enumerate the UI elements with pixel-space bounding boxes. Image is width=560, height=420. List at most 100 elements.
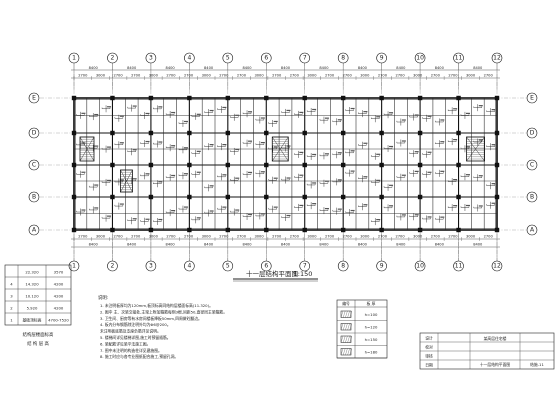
row-axis-label: B (530, 194, 534, 201)
floor-elevation: 基础顶标高 (23, 318, 42, 323)
top-span-dim: 8400 (473, 66, 483, 70)
bottom-segment-dim: 2700 (113, 235, 123, 239)
bottom-span-dim: 8400 (242, 243, 252, 247)
top-segment-dim: 2700 (448, 74, 458, 78)
row-axis-bubble (28, 224, 40, 236)
column-axis-bubble (337, 260, 349, 272)
floor-number: 1 (10, 318, 13, 323)
column-axis-bubble (453, 260, 464, 272)
title-project-name: 某高层住宅楼 (484, 336, 507, 341)
row-axis-label: C (530, 162, 534, 169)
title-drawing-no: 结施-11 (530, 362, 544, 367)
top-span-dim: 8400 (319, 66, 329, 70)
bottom-span-dim: 8400 (473, 243, 483, 247)
column-axis-bubble (414, 260, 426, 272)
legend-swatch (340, 323, 352, 331)
column-axis-label: 4 (187, 263, 191, 270)
top-segment-dim: 2700 (395, 74, 405, 78)
column-axis-label: 9 (380, 55, 384, 62)
column-axis-label: 6 (264, 263, 268, 270)
column-axis-bubble (299, 260, 311, 272)
bottom-segment-dim: 2700 (343, 235, 353, 239)
plan-title: 十一层结构平面图 (246, 269, 298, 278)
title-row-label: 审核 (425, 354, 433, 359)
note-line: 2. 图中 主、次梁交接处,主梁上附加箍筋每侧3根,间距50,直径同主梁箍筋。 (100, 309, 227, 314)
column-axis-label: 10 (416, 263, 424, 270)
legend-swatch (340, 335, 352, 343)
note-line: 未注明板底筋及支座负筋详见说明。 (100, 329, 161, 334)
bottom-segment-dim: 3000 (202, 235, 212, 239)
row-axis-bubble (526, 191, 538, 203)
note-line: 4. 板内分布钢筋除注明外均为Φ6@200。 (100, 322, 171, 327)
top-segment-dim: 3000 (360, 74, 370, 78)
bottom-segment-dim: 2700 (131, 235, 141, 239)
row-axis-label: D (530, 130, 535, 137)
floor-height: 4200 (54, 306, 64, 311)
top-span-dim: 8400 (127, 66, 137, 70)
top-segment-dim: 3000 (254, 74, 264, 78)
column-axis-bubble (222, 52, 234, 64)
bottom-span-dim: 8400 (435, 243, 445, 247)
bottom-segment-dim: 3000 (466, 235, 476, 239)
column-axis-bubble (184, 52, 195, 64)
column-axis-label: 12 (493, 55, 501, 62)
bottom-span-dim: 8400 (127, 243, 137, 247)
bottom-segment-dim: 3000 (413, 235, 423, 239)
column-axis-label: 8 (341, 55, 345, 62)
column-axis-label: 8 (341, 263, 345, 270)
column-axis-label: 7 (303, 55, 307, 62)
column-axis-bubble (68, 260, 80, 272)
column-axis-label: 2 (111, 55, 115, 62)
column-axis-bubble (414, 52, 426, 64)
column-axis-label: 10 (416, 55, 424, 62)
row-axis-label: E (32, 95, 36, 102)
legend-label: h=180 (365, 350, 378, 355)
bottom-segment-dim: 3000 (307, 235, 317, 239)
column-axis-label: 5 (226, 55, 230, 62)
title-row-label: 校对 (425, 345, 433, 350)
top-segment-dim: 2700 (325, 74, 335, 78)
top-segment-dim: 3000 (307, 74, 317, 78)
bottom-segment-dim: 2700 (448, 235, 458, 239)
note-line: 5. 楼梯间详见楼梯详图,施工时预留插筋。 (100, 335, 171, 340)
bottom-segment-dim: 2700 (431, 235, 441, 239)
top-span-dim: 8400 (89, 66, 99, 70)
top-span-dim: 8400 (435, 66, 445, 70)
top-segment-dim: 3000 (202, 74, 212, 78)
bottom-span-dim: 8400 (166, 243, 176, 247)
floor-table-caption-2: 结 构 层 高 (27, 340, 49, 347)
top-segment-dim: 2700 (378, 74, 388, 78)
top-segment-dim: 2700 (113, 74, 123, 78)
floor-elevation: 22.320 (25, 270, 39, 275)
top-span-dim: 8400 (358, 66, 368, 70)
legend-header-2: 板 厚 (367, 301, 376, 306)
legend-header-1: 编号 (342, 301, 350, 306)
column-axis-label: 11 (455, 263, 463, 270)
bottom-span-dim: 8400 (396, 243, 406, 247)
column-axis-bubble (260, 260, 272, 272)
top-segment-dim: 3000 (96, 74, 106, 78)
column-axis-label: 4 (187, 55, 191, 62)
column-axis-bubble (107, 260, 118, 272)
floor-number: 3 (10, 294, 13, 299)
top-segment-dim: 2700 (484, 74, 494, 78)
bottom-segment-dim: 2700 (219, 235, 229, 239)
column-axis-label: 12 (493, 263, 501, 270)
plan-title-block: 十一层结构平面图 1:150 (233, 269, 318, 282)
column-axis-label: 6 (264, 55, 268, 62)
top-segment-dim: 2700 (431, 74, 441, 78)
bottom-segment-dim: 2700 (325, 235, 335, 239)
top-segment-dim: 2700 (237, 74, 247, 78)
bottom-segment-dim: 2700 (484, 235, 494, 239)
bottom-span-dim: 8400 (319, 243, 329, 247)
bottom-segment-dim: 2700 (237, 235, 247, 239)
column-axis-bubble (376, 260, 387, 272)
top-segment-dim: 3000 (413, 74, 423, 78)
top-span-dim: 8400 (166, 66, 176, 70)
top-span-dim: 8400 (204, 66, 214, 70)
title-row-label: 日期 (425, 363, 433, 368)
general-notes: 说明: 1. 未注明板厚均为120mm,板顶标高同结构层楼面标高(11.320)… (98, 294, 227, 359)
top-span-dim: 8400 (396, 66, 406, 70)
bottom-segment-dim: 2700 (290, 235, 300, 239)
